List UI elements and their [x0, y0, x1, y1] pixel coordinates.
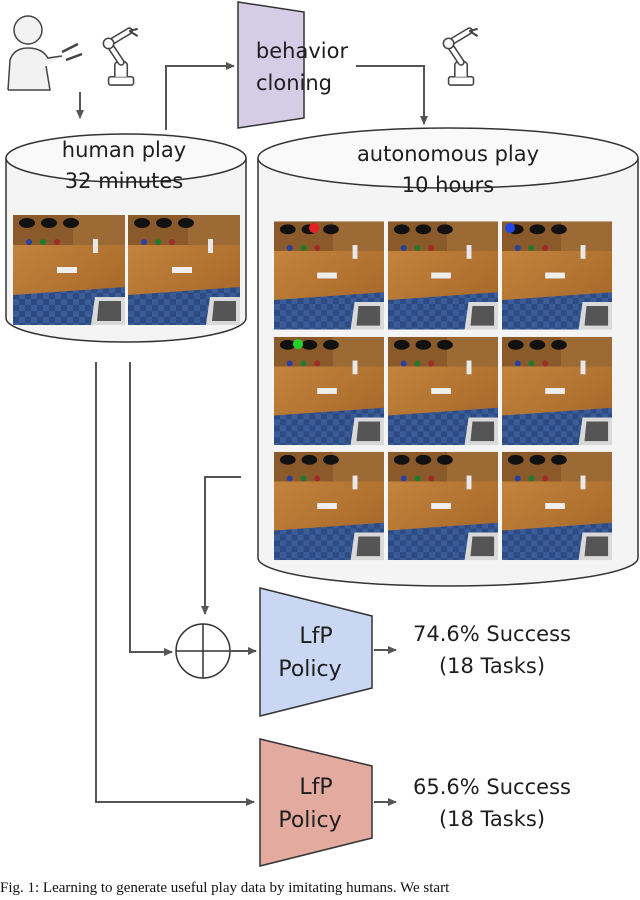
behavior-cloning-block [237, 1, 305, 129]
behavior-cloning-label-2: cloning [256, 71, 332, 95]
lfp-policy-top-label-1: LfP [299, 624, 332, 649]
human-play-frame-2 [128, 215, 240, 325]
goal-marker-green [293, 339, 303, 349]
arrow-to-behavior-cloning [165, 62, 235, 130]
goal-marker-red [309, 223, 319, 233]
result-top-success: 74.6% Success [413, 622, 571, 646]
autonomous-frame [274, 221, 384, 330]
result-top-tasks: (18 Tasks) [439, 654, 545, 678]
combine-icon [175, 623, 231, 679]
lfp-policy-bottom-label-1: LfP [299, 775, 332, 800]
autonomous-frame [388, 336, 498, 446]
result-bottom-tasks: (18 Tasks) [439, 807, 545, 831]
figure-caption: Fig. 1: Learning to generate useful play… [0, 880, 450, 896]
lfp-policy-top-block [259, 587, 373, 717]
human-icon [7, 15, 83, 91]
autonomous-frame [502, 336, 612, 446]
autonomous-frame [274, 336, 384, 446]
autonomous-frame [388, 451, 498, 561]
human-play-duration: 32 minutes [65, 169, 183, 193]
autonomous-frame [502, 451, 612, 561]
arrow-autonomous-to-combiner [201, 476, 241, 615]
autonomous-play-duration: 10 hours [402, 173, 494, 197]
human-play-label: human play [62, 138, 186, 162]
lfp-policy-bottom-block [259, 738, 373, 867]
lfp-policy-top-label-2: Policy [278, 657, 341, 682]
result-bottom-success: 65.6% Success [413, 775, 571, 799]
arrow-human-to-policy-bottom [95, 362, 255, 806]
robot-icon-human [103, 29, 137, 85]
lfp-policy-bottom-label-2: Policy [278, 808, 341, 833]
autonomous-frame [502, 221, 612, 330]
robot-icon-autonomous [443, 29, 477, 85]
goal-marker-blue [505, 223, 515, 233]
arrow-human-to-combiner [129, 362, 173, 656]
arrow-to-autonomous-play [356, 65, 428, 125]
autonomous-frame [388, 221, 498, 330]
autonomous-play-label: autonomous play [357, 142, 539, 166]
human-play-frame-1 [13, 215, 125, 325]
behavior-cloning-label-1: behavior [256, 39, 349, 63]
autonomous-frame [274, 451, 384, 561]
